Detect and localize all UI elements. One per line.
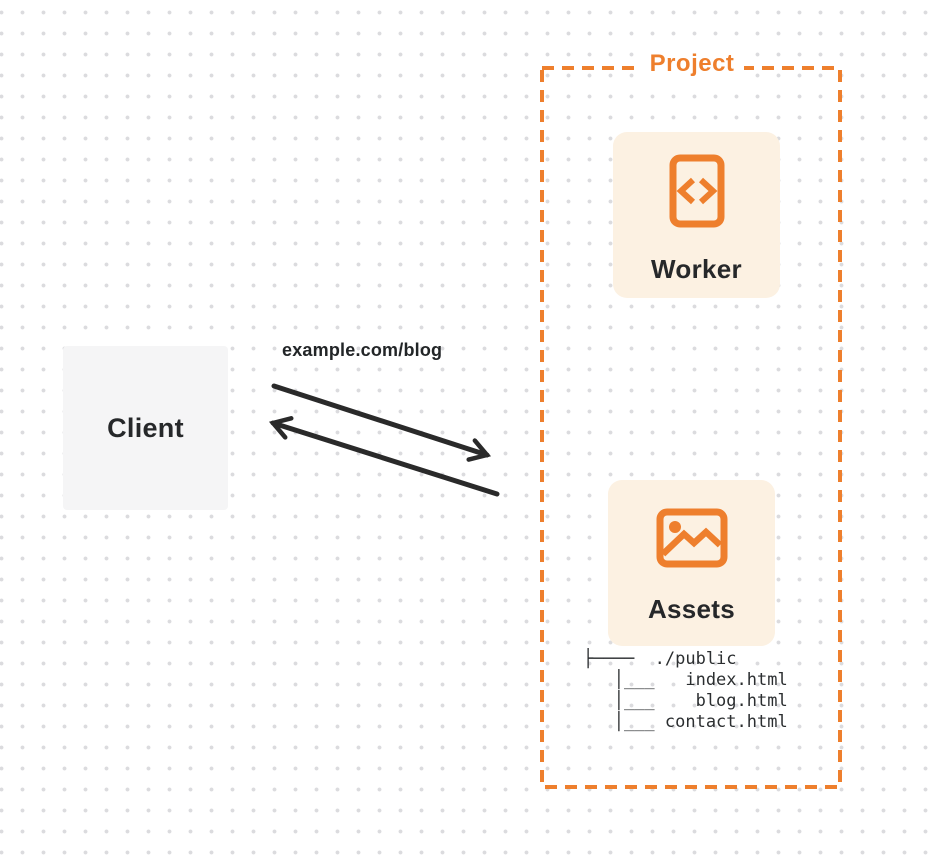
image-icon [656,508,727,568]
request-arrow [271,383,492,462]
request-url-label: example.com/blog [282,340,443,360]
project-title-text: Project [639,50,745,78]
worker-node: Worker [613,132,780,298]
worker-label: Worker [651,254,742,284]
client-node: Client [63,346,228,510]
assets-label: Assets [647,594,736,624]
response-arrow [268,416,500,497]
assets-file-tree: ├──── ./public │___ index.html │___ blog… [583,649,788,732]
project-title: Project [536,50,848,78]
assets-node: Assets [608,480,775,646]
client-label: Client [107,412,184,443]
code-document-icon [669,154,724,228]
request-response-arrows [268,383,500,497]
